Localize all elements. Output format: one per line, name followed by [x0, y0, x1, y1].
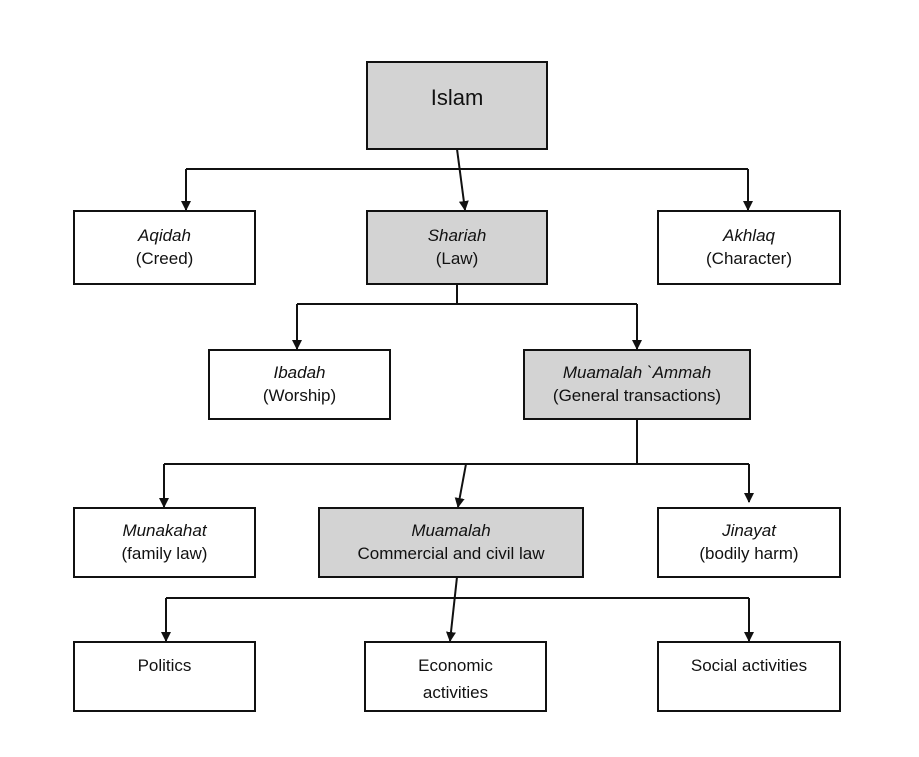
node-muamalah-ammah-subtitle: (General transactions) — [552, 385, 722, 405]
node-aqidah-subtitle: (Creed) — [135, 248, 194, 268]
node-ibadah-subtitle: (Worship) — [262, 385, 337, 405]
arrow-to-shariah — [456, 148, 469, 211]
node-munakahat-subtitle: (family law) — [121, 543, 208, 563]
node-ibadah: Ibadah (Worship) — [208, 349, 391, 420]
node-akhlaq-title: Akhlaq — [723, 225, 775, 245]
node-jinayat-title: Jinayat — [722, 520, 776, 540]
node-shariah-title: Shariah — [427, 225, 487, 245]
node-economic-line2: activities — [422, 682, 489, 702]
node-muamalah: Muamalah Commercial and civil law — [318, 507, 584, 578]
node-shariah: Shariah (Law) — [366, 210, 548, 285]
node-jinayat-subtitle: (bodily harm) — [699, 543, 799, 563]
node-akhlaq: Akhlaq (Character) — [657, 210, 841, 285]
node-muamalah-ammah: Muamalah `Ammah (General transactions) — [523, 349, 751, 420]
node-munakahat: Munakahat (family law) — [73, 507, 256, 578]
node-shariah-subtitle: (Law) — [435, 248, 479, 268]
node-muamalah-title: Muamalah — [411, 520, 491, 540]
node-politics-label: Politics — [137, 656, 192, 675]
node-muamalah-ammah-title: Muamalah `Ammah — [562, 362, 712, 382]
node-islam: Islam — [366, 61, 548, 150]
node-akhlaq-subtitle: (Character) — [706, 248, 792, 268]
node-economic-activities: Economic activities — [364, 641, 547, 712]
node-islam-label: Islam — [430, 84, 484, 110]
node-economic-line1: Economic — [418, 656, 493, 675]
node-aqidah-title: Aqidah — [138, 225, 191, 245]
node-politics: Politics — [73, 641, 256, 712]
arrow-to-economic — [446, 576, 458, 642]
node-social-activities: Social activities — [657, 641, 841, 712]
node-jinayat: Jinayat (bodily harm) — [657, 507, 841, 578]
node-social-label: Social activities — [690, 656, 808, 675]
arrow-to-muamalah — [454, 463, 467, 508]
node-aqidah: Aqidah (Creed) — [73, 210, 256, 285]
node-muamalah-subtitle: Commercial and civil law — [357, 543, 545, 563]
node-ibadah-title: Ibadah — [273, 362, 326, 382]
node-munakahat-title: Munakahat — [122, 520, 207, 540]
